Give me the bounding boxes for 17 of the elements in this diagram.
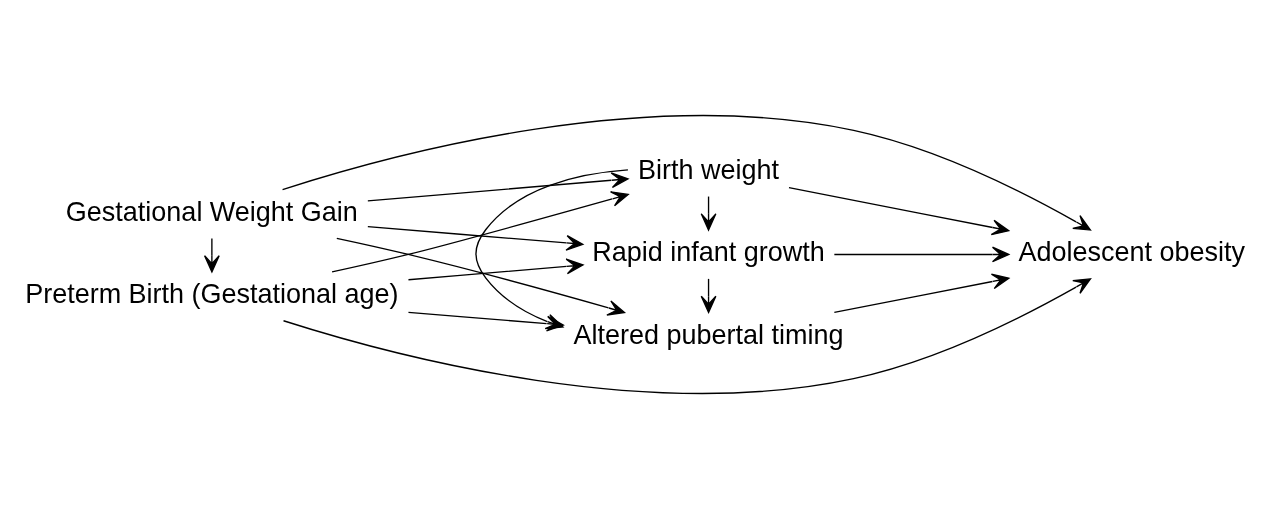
node-text: Birth weight [638, 154, 780, 185]
arrow [475, 168, 629, 329]
node-text: Adolescent obesity [1018, 236, 1245, 267]
arrow [788, 186, 1010, 235]
node-text: Preterm Birth (Gestational age) [25, 278, 399, 309]
arrow [281, 114, 1092, 231]
arrow [367, 225, 584, 251]
arrow [833, 273, 1010, 313]
node-text: Altered pubertal timing [573, 319, 844, 350]
arrow [336, 237, 626, 316]
arrow [203, 237, 220, 273]
arrow [367, 171, 629, 202]
node-text: Rapid infant growth [592, 236, 825, 267]
node-text: Gestational Weight Gain [65, 196, 358, 227]
arrow [407, 257, 584, 280]
arrow [833, 246, 1010, 262]
arrow [331, 190, 629, 273]
